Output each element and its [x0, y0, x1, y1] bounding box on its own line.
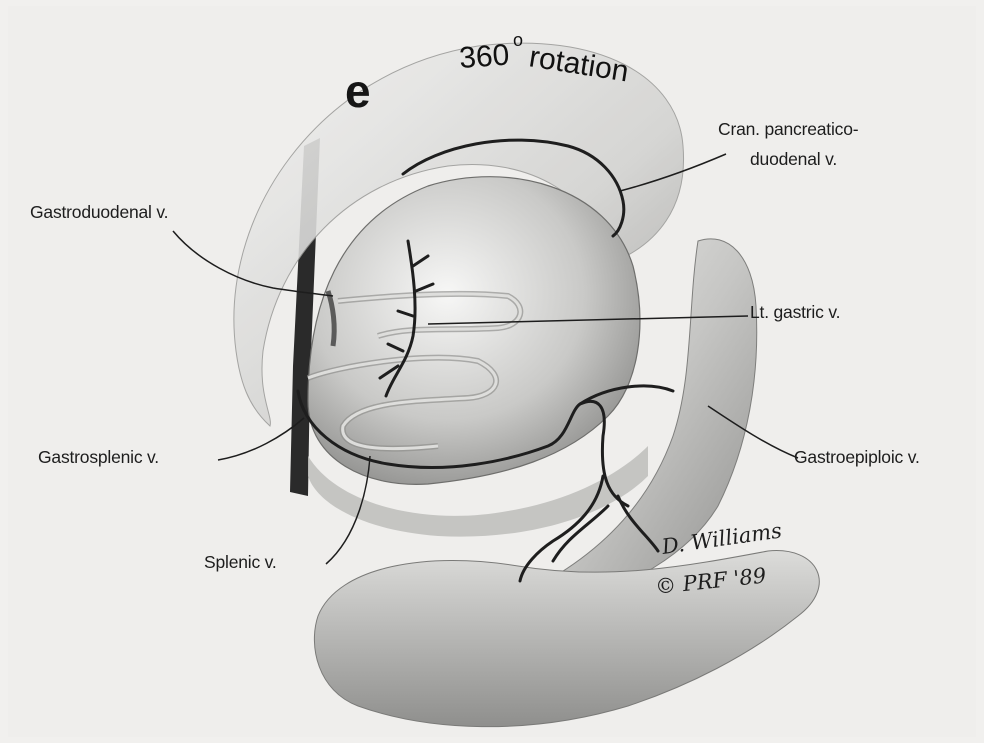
label-cran-pancreaticoduodenal-line2: duodenal v. [750, 149, 837, 170]
rotation-title-number: 360 [458, 39, 510, 75]
label-gastrosplenic: Gastrosplenic v. [38, 447, 159, 468]
rotation-title-degree: o [513, 30, 523, 50]
label-gastroduodenal: Gastroduodenal v. [30, 202, 168, 223]
panel-letter: e [345, 64, 371, 118]
label-lt-gastric: Lt. gastric v. [750, 302, 840, 323]
label-splenic: Splenic v. [204, 552, 277, 573]
anatomy-illustration: 360 o rotation D. Williams © PRF '89 [8, 6, 976, 737]
figure: 360 o rotation D. Williams © PRF '89 e C… [8, 6, 976, 737]
label-gastroepiploic: Gastroepiploic v. [794, 447, 920, 468]
label-cran-pancreaticoduodenal-line1: Cran. pancreatico- [718, 119, 858, 140]
